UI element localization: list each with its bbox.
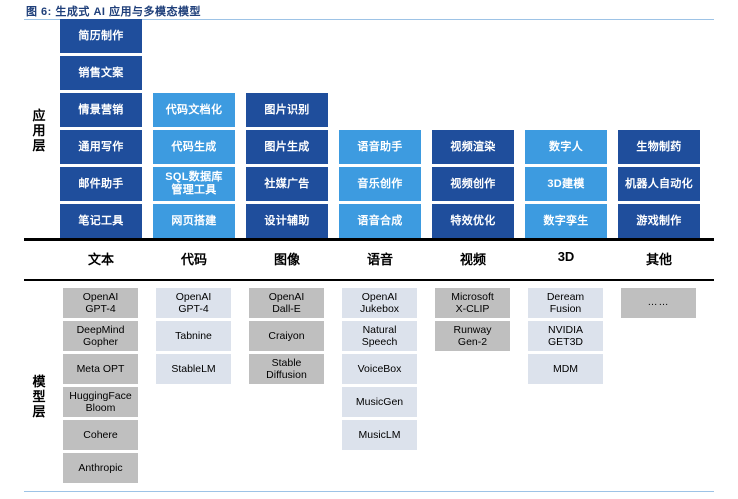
application-layer-label: 应用层 — [22, 108, 56, 153]
model-box[interactable]: Meta OPT — [63, 354, 138, 384]
layer-label-char: 型 — [32, 389, 46, 404]
application-box[interactable]: 数字人 — [525, 130, 607, 164]
model-box[interactable]: Craiyon — [249, 321, 324, 351]
category-header-视频: 视频 — [459, 252, 486, 267]
model-box[interactable]: Anthropic — [63, 453, 138, 483]
layer-label-char: 层 — [32, 404, 46, 419]
application-box[interactable]: 数字孪生 — [525, 204, 607, 238]
model-box[interactable]: MDM — [528, 354, 603, 384]
application-column-文本: 简历制作销售文案情景营销通用写作邮件助手笔记工具 — [60, 19, 142, 238]
application-box[interactable]: 代码文档化 — [153, 93, 235, 127]
model-box[interactable]: Cohere — [63, 420, 138, 450]
model-box[interactable]: Tabnine — [156, 321, 231, 351]
category-header-3D: 3D — [557, 249, 575, 264]
application-column-语音: 语音助手音乐创作语音合成 — [339, 130, 421, 238]
application-box[interactable]: 简历制作 — [60, 19, 142, 53]
title-divider — [24, 19, 714, 20]
application-box[interactable]: 游戏制作 — [618, 204, 700, 238]
application-box[interactable]: 语音助手 — [339, 130, 421, 164]
application-box[interactable]: 社媒广告 — [246, 167, 328, 201]
model-box[interactable]: StableLM — [156, 354, 231, 384]
application-box[interactable]: 视频创作 — [432, 167, 514, 201]
application-box[interactable]: 视频渲染 — [432, 130, 514, 164]
layer-label-char: 应 — [32, 108, 46, 123]
category-header-文本: 文本 — [87, 252, 114, 267]
application-box[interactable]: 3D建模 — [525, 167, 607, 201]
figure-title: 图 6: 生成式 AI 应用与多模态模型 — [26, 6, 202, 18]
layer-label-char: 用 — [32, 123, 46, 138]
application-box[interactable]: SQL数据库管理工具 — [153, 167, 235, 201]
application-column-其他: 生物制药机器人自动化游戏制作 — [618, 130, 700, 238]
layer-label-char: 层 — [32, 138, 46, 153]
model-column-其他: …… — [621, 288, 696, 318]
model-box[interactable]: MusicLM — [342, 420, 417, 450]
application-column-图像: 图片识别图片生成社媒广告设计辅助 — [246, 93, 328, 238]
application-box[interactable]: 笔记工具 — [60, 204, 142, 238]
application-box[interactable]: 销售文案 — [60, 56, 142, 90]
category-header-语音: 语音 — [366, 252, 393, 267]
application-box[interactable]: 通用写作 — [60, 130, 142, 164]
model-box[interactable]: VoiceBox — [342, 354, 417, 384]
model-box[interactable]: …… — [621, 288, 696, 318]
application-box[interactable]: 语音合成 — [339, 204, 421, 238]
category-header-图像: 图像 — [273, 252, 300, 267]
application-box[interactable]: 图片识别 — [246, 93, 328, 127]
model-layer-label: 模型层 — [22, 374, 56, 419]
application-box[interactable]: 音乐创作 — [339, 167, 421, 201]
category-header-代码: 代码 — [180, 252, 207, 267]
figure-bottom-divider — [24, 491, 714, 492]
layer-label-char: 模 — [32, 374, 46, 389]
model-box[interactable]: MusicGen — [342, 387, 417, 417]
category-bottom-rule — [24, 279, 714, 281]
application-box[interactable]: 特效优化 — [432, 204, 514, 238]
application-box[interactable]: 生物制药 — [618, 130, 700, 164]
application-box[interactable]: 机器人自动化 — [618, 167, 700, 201]
application-box[interactable]: 邮件助手 — [60, 167, 142, 201]
application-box[interactable]: 代码生成 — [153, 130, 235, 164]
application-box[interactable]: 网页搭建 — [153, 204, 235, 238]
category-header-其他: 其他 — [645, 252, 672, 267]
category-top-rule — [24, 238, 714, 241]
application-box[interactable]: 情景营销 — [60, 93, 142, 127]
application-box[interactable]: 设计辅助 — [246, 204, 328, 238]
category-header-row: 文本 代码 图像 语音 视频 3D 其他 — [0, 249, 738, 275]
application-box[interactable]: 图片生成 — [246, 130, 328, 164]
application-column-视频: 视频渲染视频创作特效优化 — [432, 130, 514, 238]
